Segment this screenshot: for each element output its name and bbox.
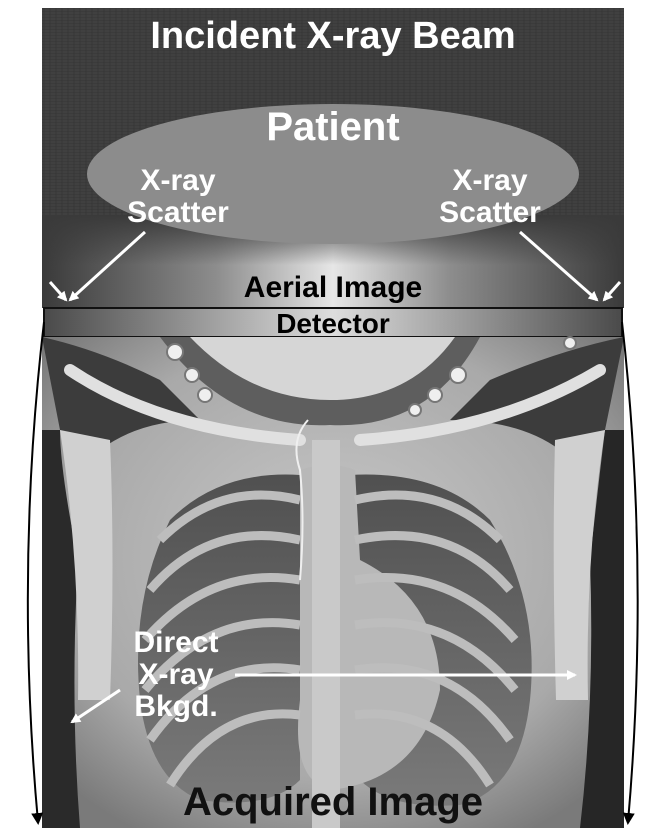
direct-bkgd-line2: X-ray [138,658,213,691]
direct-bkgd-line1: Direct [133,626,218,659]
chest-xray-image [42,337,624,828]
right-curved-arrow [622,322,638,822]
direct-bkgd-line3: Bkgd. [134,690,217,723]
incident-beam-title: Incident X-ray Beam [150,15,515,57]
detector-label: Detector [276,308,390,339]
scatter-right-line1: X-ray [452,164,527,197]
aerial-image-label: Aerial Image [244,271,422,304]
scatter-right-line2: Scatter [439,196,541,229]
patient-label: Patient [266,105,399,149]
scatter-left-line2: Scatter [127,196,229,229]
scatter-left-line1: X-ray [140,164,215,197]
acquired-image-label: Acquired Image [183,780,483,824]
left-curved-arrow [28,322,44,822]
